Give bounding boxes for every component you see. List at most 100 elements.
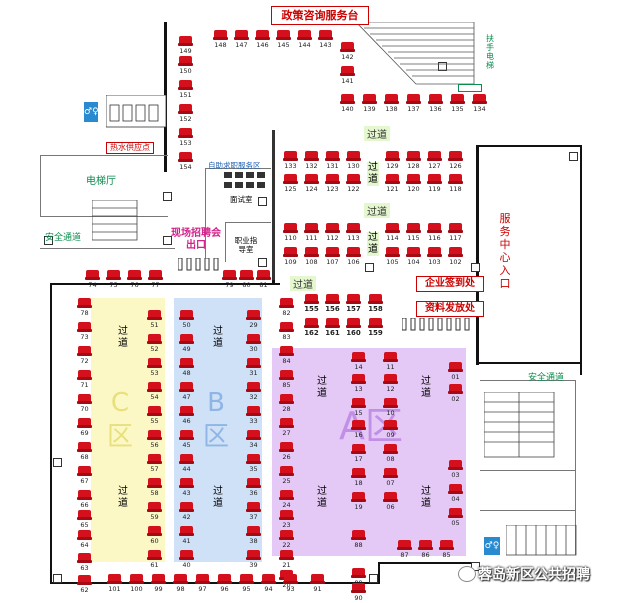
chair-icon	[448, 223, 463, 233]
booth-14: 14	[351, 352, 366, 372]
booth-number: 81	[259, 281, 268, 289]
chair-icon	[178, 128, 193, 138]
booth-number: 32	[249, 393, 258, 401]
booth-04: 04	[448, 484, 463, 504]
chair-icon	[179, 502, 194, 512]
chair-icon	[147, 454, 162, 464]
booth-67: 67	[77, 466, 92, 486]
booth-28: 28	[279, 394, 294, 414]
chair-icon	[179, 430, 194, 440]
booth-number: 18	[354, 479, 363, 487]
booth-130: 130	[346, 151, 361, 171]
chair-icon	[427, 247, 442, 257]
chair-icon	[77, 442, 92, 452]
chair-icon	[448, 362, 463, 372]
booth-number: 71	[80, 381, 89, 389]
booth-number: 153	[179, 139, 192, 147]
booth-number: 161	[325, 329, 340, 337]
pillar	[163, 192, 172, 201]
booth-85: 85	[439, 540, 454, 560]
booth-number: 108	[305, 258, 318, 266]
partition	[480, 470, 575, 471]
booth-52: 52	[147, 334, 162, 354]
chair-icon	[179, 310, 194, 320]
chair-icon	[448, 508, 463, 518]
chair-icon	[147, 550, 162, 560]
booth-161: 161	[325, 318, 340, 338]
booth-number: 85	[442, 551, 451, 559]
booth-147: 147	[234, 30, 249, 50]
chair-icon	[279, 550, 294, 560]
booth-68: 68	[77, 442, 92, 462]
chair-icon	[279, 510, 294, 520]
chair-icon	[448, 484, 463, 494]
booth-number: 155	[304, 305, 319, 313]
aisle-label: 过道	[367, 232, 379, 256]
booth-145: 145	[276, 30, 291, 50]
booth-39: 39	[246, 550, 261, 570]
booth-number: 132	[305, 162, 318, 170]
partition	[205, 168, 206, 263]
booth-number: 114	[386, 234, 399, 242]
booth-number: 134	[473, 105, 486, 113]
partition	[225, 222, 226, 262]
booth-35: 35	[246, 454, 261, 474]
booth-number: 08	[386, 455, 395, 463]
pillar	[53, 458, 62, 467]
booth-number: 79	[225, 281, 234, 289]
pillar	[44, 236, 53, 245]
booth-number: 151	[179, 91, 192, 99]
booth-number: 35	[249, 465, 258, 473]
chair-icon	[129, 574, 144, 584]
booth-59: 59	[147, 502, 162, 522]
chair-icon	[246, 502, 261, 512]
booth-58: 58	[147, 478, 162, 498]
chair-icon	[147, 310, 162, 320]
stairs-graphic	[92, 200, 138, 241]
booth-number: 34	[249, 441, 258, 449]
booth-146: 146	[255, 30, 270, 50]
booth-60: 60	[147, 526, 162, 546]
booth-number: 101	[108, 585, 121, 593]
booth-number: 31	[249, 369, 258, 377]
chair-icon	[340, 42, 355, 52]
booth-116: 116	[427, 223, 442, 243]
wall	[378, 562, 478, 564]
booth-19: 19	[351, 492, 366, 512]
booth-71: 71	[77, 370, 92, 390]
booth-number: 17	[354, 455, 363, 463]
booth-number: 116	[428, 234, 441, 242]
booth-109: 109	[283, 247, 298, 267]
wall	[50, 582, 380, 584]
chair-icon	[127, 270, 142, 280]
chair-icon	[383, 398, 398, 408]
chair-icon	[448, 247, 463, 257]
booth-76: 76	[127, 270, 142, 290]
chair-icon	[439, 540, 454, 550]
chair-icon	[151, 574, 166, 584]
pillar	[365, 263, 374, 272]
chair-icon	[383, 492, 398, 502]
booth-number: 66	[80, 501, 89, 509]
chair-icon	[346, 151, 361, 161]
booth-126: 126	[448, 151, 463, 171]
chair-icon	[178, 56, 193, 66]
aisle-label: 过道	[364, 203, 390, 218]
booth-131: 131	[325, 151, 340, 171]
chair-icon	[351, 444, 366, 454]
chair-icon	[448, 151, 463, 161]
booth-06: 06	[383, 492, 398, 512]
booth-31: 31	[246, 358, 261, 378]
chair-icon	[179, 454, 194, 464]
chair-icon	[148, 270, 163, 280]
chair-icon	[383, 352, 398, 362]
booth-number: 73	[80, 333, 89, 341]
booth-81: 81	[256, 270, 271, 290]
booth-number: 74	[88, 281, 97, 289]
booth-number: 05	[451, 519, 460, 527]
booth-112: 112	[325, 223, 340, 243]
booth-number: 42	[182, 513, 191, 521]
hot-water-label: 热水供应点	[106, 142, 154, 154]
aisle-label: 过道	[367, 162, 379, 186]
aisle-label: 过道	[213, 486, 223, 509]
